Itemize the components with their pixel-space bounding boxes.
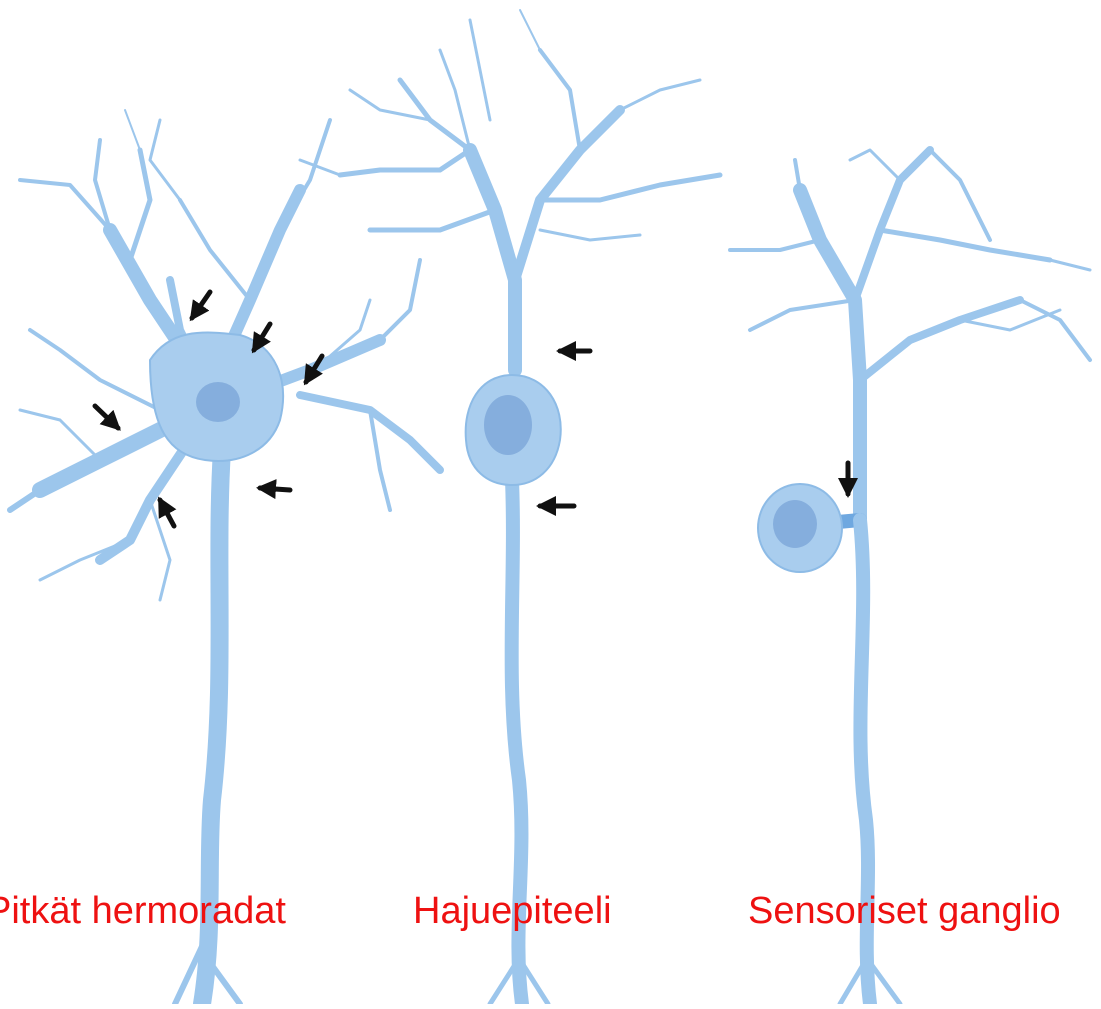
arrow-icon <box>192 292 210 318</box>
arrow-icon <box>95 406 118 428</box>
bipolar-neuron <box>300 10 720 1004</box>
pseudounipolar-neuron <box>730 150 1090 1004</box>
label-olfactory-epithelium: Hajuepiteeli <box>413 892 612 930</box>
label-long-nerve-tracts: Pitkät hermoradat <box>0 892 286 930</box>
arrow-icon <box>160 500 174 526</box>
bipolar-soma <box>466 375 561 485</box>
arrow-icon <box>260 488 290 490</box>
pseudounipolar-soma <box>758 484 842 572</box>
label-sensory-ganglia: Sensoriset ganglio <box>748 892 1061 930</box>
multipolar-soma <box>150 333 283 461</box>
multipolar-neuron <box>10 110 440 1004</box>
